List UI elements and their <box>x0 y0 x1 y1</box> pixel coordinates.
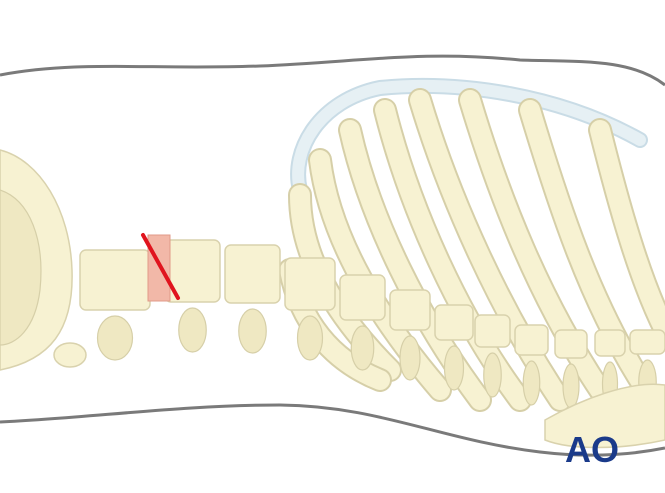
spinous-process <box>238 308 267 354</box>
vertebra <box>514 324 549 356</box>
injured-disc <box>147 234 171 302</box>
spinous-process <box>350 325 375 371</box>
spinous-process <box>522 360 541 406</box>
spinous-process <box>96 315 134 361</box>
vertebral-column <box>79 239 665 409</box>
vertebra <box>434 304 474 341</box>
scapula <box>544 383 665 449</box>
costal-cartilage <box>290 77 648 198</box>
vertebra <box>554 329 588 359</box>
ao-logo: AO <box>565 429 619 470</box>
vertebra <box>389 289 431 331</box>
spinous-process <box>399 335 421 381</box>
vertebra <box>629 329 665 355</box>
spinous-process <box>178 307 207 353</box>
spinous-process <box>562 363 580 409</box>
spinous-process <box>483 352 502 398</box>
spinous-process <box>443 345 465 391</box>
body-outline <box>0 54 665 87</box>
vertebra <box>79 249 151 311</box>
fracture-line <box>141 233 180 300</box>
logo-text: AO <box>565 429 619 470</box>
rib <box>410 90 570 410</box>
vertebra <box>224 244 281 304</box>
pelvis <box>0 149 87 371</box>
vertebra <box>594 329 626 357</box>
vertebra <box>284 257 336 311</box>
rib <box>590 120 665 340</box>
spinous-process <box>296 315 324 361</box>
vertebra <box>474 314 511 348</box>
vertebra <box>339 274 386 321</box>
body-outline-lower <box>0 403 665 457</box>
